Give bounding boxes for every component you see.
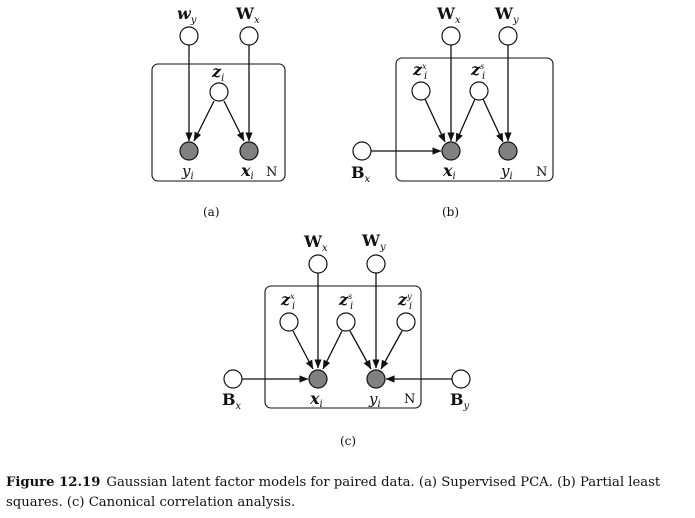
edge-zx-x bbox=[424, 98, 446, 143]
node-y-observed bbox=[366, 369, 386, 389]
panel-label-b: (b) bbox=[442, 205, 459, 219]
label-y: yi bbox=[500, 162, 513, 182]
edge-zy-y bbox=[380, 330, 403, 370]
label-Wy: Wy bbox=[494, 4, 519, 26]
label-Wx: Wx bbox=[303, 232, 328, 254]
node-Wx bbox=[239, 26, 259, 46]
plate-label-N: N bbox=[404, 392, 415, 407]
label-Wy: Wy bbox=[361, 231, 386, 253]
label-zy-sub: i bbox=[409, 301, 412, 312]
label-Bx: Bx bbox=[222, 390, 242, 412]
label-zs: zs bbox=[470, 60, 484, 79]
node-x-observed bbox=[308, 369, 328, 389]
label-zs-sub: i bbox=[482, 71, 485, 82]
label-zy: zy bbox=[397, 290, 412, 309]
edge-z-x bbox=[223, 100, 245, 142]
label-y: yi bbox=[181, 162, 194, 182]
node-Wx bbox=[308, 254, 328, 274]
label-zs: zs bbox=[338, 290, 352, 309]
plate bbox=[264, 285, 422, 409]
node-Bx bbox=[352, 141, 372, 161]
edge-zs-y bbox=[349, 330, 372, 370]
node-zs bbox=[336, 312, 356, 332]
node-y-observed bbox=[179, 141, 199, 161]
label-wy: wy bbox=[177, 4, 197, 26]
edge-zs-y bbox=[482, 98, 504, 143]
node-z bbox=[209, 82, 229, 102]
node-Wx bbox=[441, 26, 461, 46]
plate bbox=[395, 57, 554, 182]
node-y-observed bbox=[498, 141, 518, 161]
node-zx bbox=[279, 312, 299, 332]
label-By: By bbox=[450, 390, 470, 412]
label-x: xi bbox=[309, 389, 323, 410]
label-zs-sub: i bbox=[350, 301, 353, 312]
node-Bx bbox=[223, 369, 243, 389]
node-zy bbox=[396, 312, 416, 332]
label-Wx: Wx bbox=[235, 4, 260, 26]
node-wy bbox=[179, 26, 199, 46]
node-zx bbox=[411, 81, 431, 101]
node-x-observed bbox=[441, 141, 461, 161]
label-Bx: Bx bbox=[351, 163, 371, 185]
label-zx-sub: i bbox=[292, 301, 295, 312]
label-x: xi bbox=[240, 161, 254, 182]
plate-label-N: N bbox=[536, 165, 547, 180]
edge-z-y bbox=[193, 100, 215, 142]
panel-a: wy Wx zi yi xi N (a) bbox=[151, 4, 286, 219]
edge-zs-x bbox=[455, 98, 476, 143]
node-By bbox=[451, 369, 471, 389]
label-z: zi bbox=[211, 62, 224, 84]
node-Wy bbox=[366, 254, 386, 274]
edge-zs-x bbox=[322, 330, 343, 370]
edge-zx-x bbox=[292, 330, 314, 370]
caption-text: Gaussian latent factor models for paired… bbox=[6, 475, 661, 510]
panel-b: Wx Wy zx i zs i xi yi Bx N (b) bbox=[351, 4, 554, 219]
node-zs bbox=[469, 81, 489, 101]
panel-label-a: (a) bbox=[203, 205, 220, 219]
label-Wx: Wx bbox=[436, 4, 461, 26]
label-y: yi bbox=[368, 390, 381, 410]
label-zx: zx bbox=[412, 60, 427, 79]
node-x-observed bbox=[239, 141, 259, 161]
node-Wy bbox=[498, 26, 518, 46]
figure-number: Figure 12.19 bbox=[6, 475, 101, 490]
plate-label-N: N bbox=[266, 165, 277, 180]
label-zx: zx bbox=[280, 290, 295, 309]
panel-label-c: (c) bbox=[340, 434, 356, 448]
label-x: xi bbox=[442, 161, 456, 182]
panel-c: Wx Wy zx i zs i zy i xi yi Bx By N (c) bbox=[222, 231, 471, 448]
plate bbox=[151, 63, 286, 182]
label-zx-sub: i bbox=[424, 71, 427, 82]
